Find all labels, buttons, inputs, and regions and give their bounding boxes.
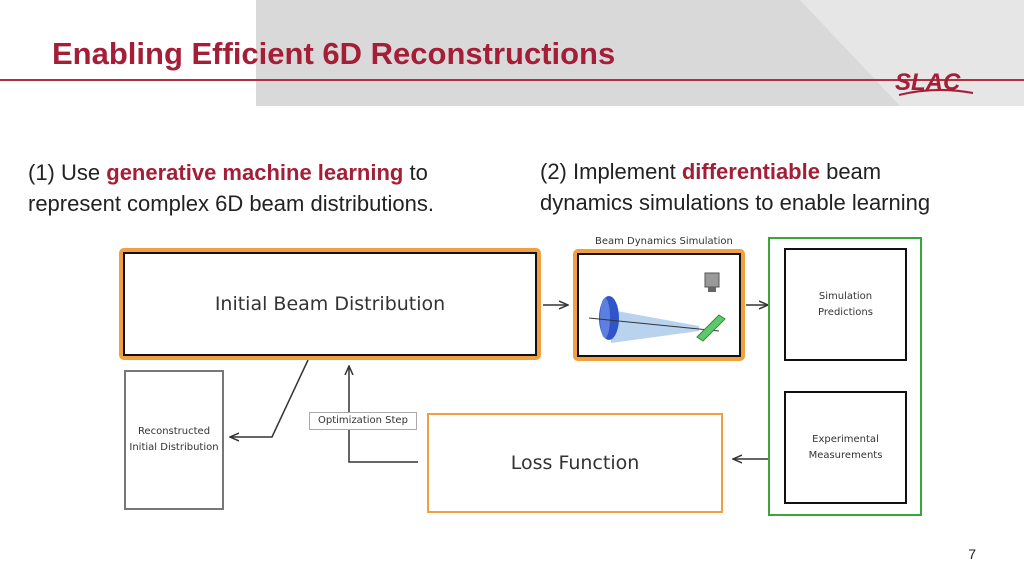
point1-line2: represent complex 6D beam distributions. — [28, 191, 434, 216]
loss-function-label: Loss Function — [510, 452, 640, 474]
simulation-predictions-box: Simulation Predictions — [784, 248, 907, 361]
point2-highlight: differentiable — [681, 159, 820, 184]
experimental-measurements-box: Experimental Measurements — [784, 391, 907, 504]
slide-title: Enabling Efficient 6D Reconstructions — [52, 36, 616, 71]
optimization-step-label: Optimization Step — [309, 412, 417, 430]
point1-suffix: to — [403, 160, 428, 185]
beam-cone — [611, 310, 699, 343]
title-divider — [0, 79, 1024, 81]
point-generative-ml: (1) Use generative machine learning to r… — [28, 157, 434, 219]
point2-prefix: (2) Implement — [540, 159, 682, 184]
point2-line2: dynamics simulations to enable learning — [540, 190, 931, 215]
beam-simulation-illustration — [588, 272, 726, 343]
beam-dynamics-label: Beam Dynamics Simulation — [595, 236, 733, 247]
point1-prefix: (1) Use — [28, 160, 107, 185]
experimental-line2: Measurements — [808, 449, 883, 461]
point2-suffix: beam — [819, 159, 882, 184]
initial-beam-label: Initial Beam Distribution — [214, 293, 446, 315]
loss-function-box: Loss Function — [427, 413, 723, 513]
outputs-group — [768, 237, 922, 516]
point-differentiable-sim: (2) Implement differentiable beam dynami… — [540, 156, 930, 218]
reconstructed-line2: Initial Distribution — [129, 442, 219, 453]
point1-highlight: generative machine learning — [106, 160, 404, 185]
slac-logo: SLAC — [893, 66, 977, 101]
experimental-line1: Experimental — [812, 433, 879, 445]
logo-text: SLAC — [895, 69, 961, 96]
screen-icon — [696, 314, 726, 342]
arrow-loss-to-initial — [349, 366, 418, 463]
simulation-predictions-line1: Simulation — [818, 290, 873, 302]
simulation-predictions-line2: Predictions — [818, 306, 873, 318]
beam-dynamics-simulation-box — [573, 249, 745, 361]
page-number: 7 — [968, 546, 976, 562]
reconstructed-line1: Reconstructed — [137, 426, 211, 437]
reconstructed-distribution-box: Reconstructed Initial Distribution — [124, 370, 224, 510]
camera-icon — [704, 272, 720, 288]
arrow-initial-to-reconstructed — [230, 359, 309, 437]
initial-beam-distribution-box: Initial Beam Distribution — [119, 248, 541, 360]
